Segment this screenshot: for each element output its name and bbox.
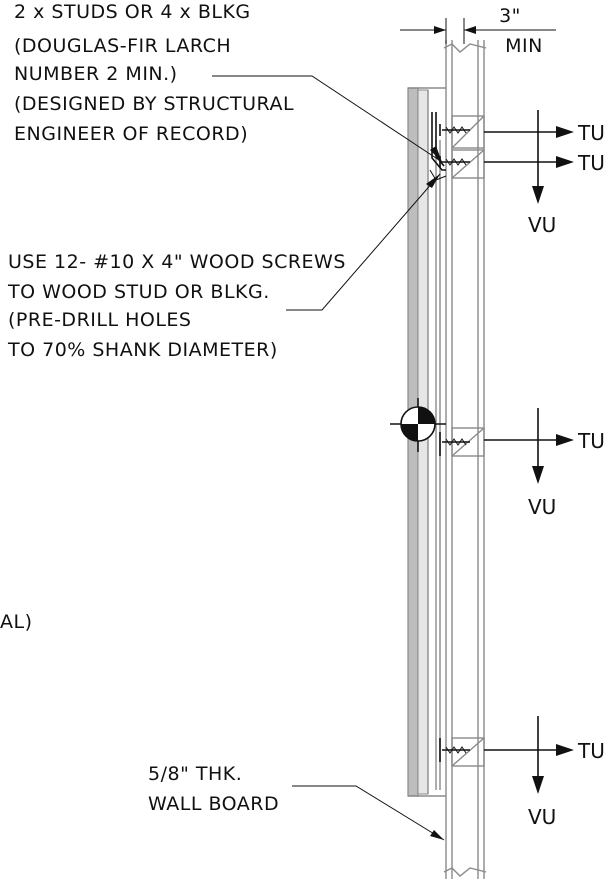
partial-note: AL) <box>0 611 33 633</box>
blocking-pieces <box>451 115 485 767</box>
note-screws-line-1: USE 12- #10 X 4" WOOD SCREWS <box>8 251 346 273</box>
note-screws-line-4: TO 70% SHANK DIAMETER) <box>7 339 278 361</box>
note-screws-line-3: (PRE-DRILL HOLES <box>8 309 191 331</box>
note-studs-line-4: (DESIGNED BY STRUCTURAL <box>14 93 294 115</box>
tension-label-4: TU <box>577 739 605 763</box>
shear-label-2: VU <box>528 495 556 519</box>
dimension-value: 3" <box>499 5 521 27</box>
note-wallboard-line-2: WALL BOARD <box>148 793 279 815</box>
note-studs-line-2: (DOUGLAS-FIR LARCH <box>14 35 231 57</box>
mounting-bracket <box>429 112 447 181</box>
dimension-unit: MIN <box>505 35 543 57</box>
note-studs-line-3: NUMBER 2 MIN.) <box>14 63 178 85</box>
force-arrows: TU TU VU TU VU TU VU <box>484 110 605 829</box>
note-studs-line-5: ENGINEER OF RECORD) <box>14 123 248 145</box>
note-studs: 2 x STUDS OR 4 x BLKG (DOUGLAS-FIR LARCH… <box>14 1 294 145</box>
tension-label-1: TU <box>577 121 605 145</box>
leader-lines <box>212 75 445 841</box>
screw-4 <box>439 738 470 762</box>
center-of-gravity-symbol <box>390 398 446 452</box>
screw-1 <box>439 124 470 136</box>
note-studs-line-1: 2 x STUDS OR 4 x BLKG <box>14 1 251 23</box>
screw-3 <box>439 432 470 456</box>
tension-label-3: TU <box>577 429 605 453</box>
note-screws-line-2: TO WOOD STUD OR BLKG. <box>7 281 270 303</box>
note-wallboard-line-1: 5/8" THK. <box>148 763 242 785</box>
shear-label-3: VU <box>528 805 556 829</box>
screws <box>439 124 470 762</box>
dimension-3in: 3" MIN <box>400 5 556 57</box>
shear-label-1: VU <box>528 213 556 237</box>
note-screws: USE 12- #10 X 4" WOOD SCREWS TO WOOD STU… <box>7 251 346 361</box>
note-wallboard: 5/8" THK. WALL BOARD <box>148 763 279 815</box>
tension-label-2: TU <box>577 151 605 175</box>
